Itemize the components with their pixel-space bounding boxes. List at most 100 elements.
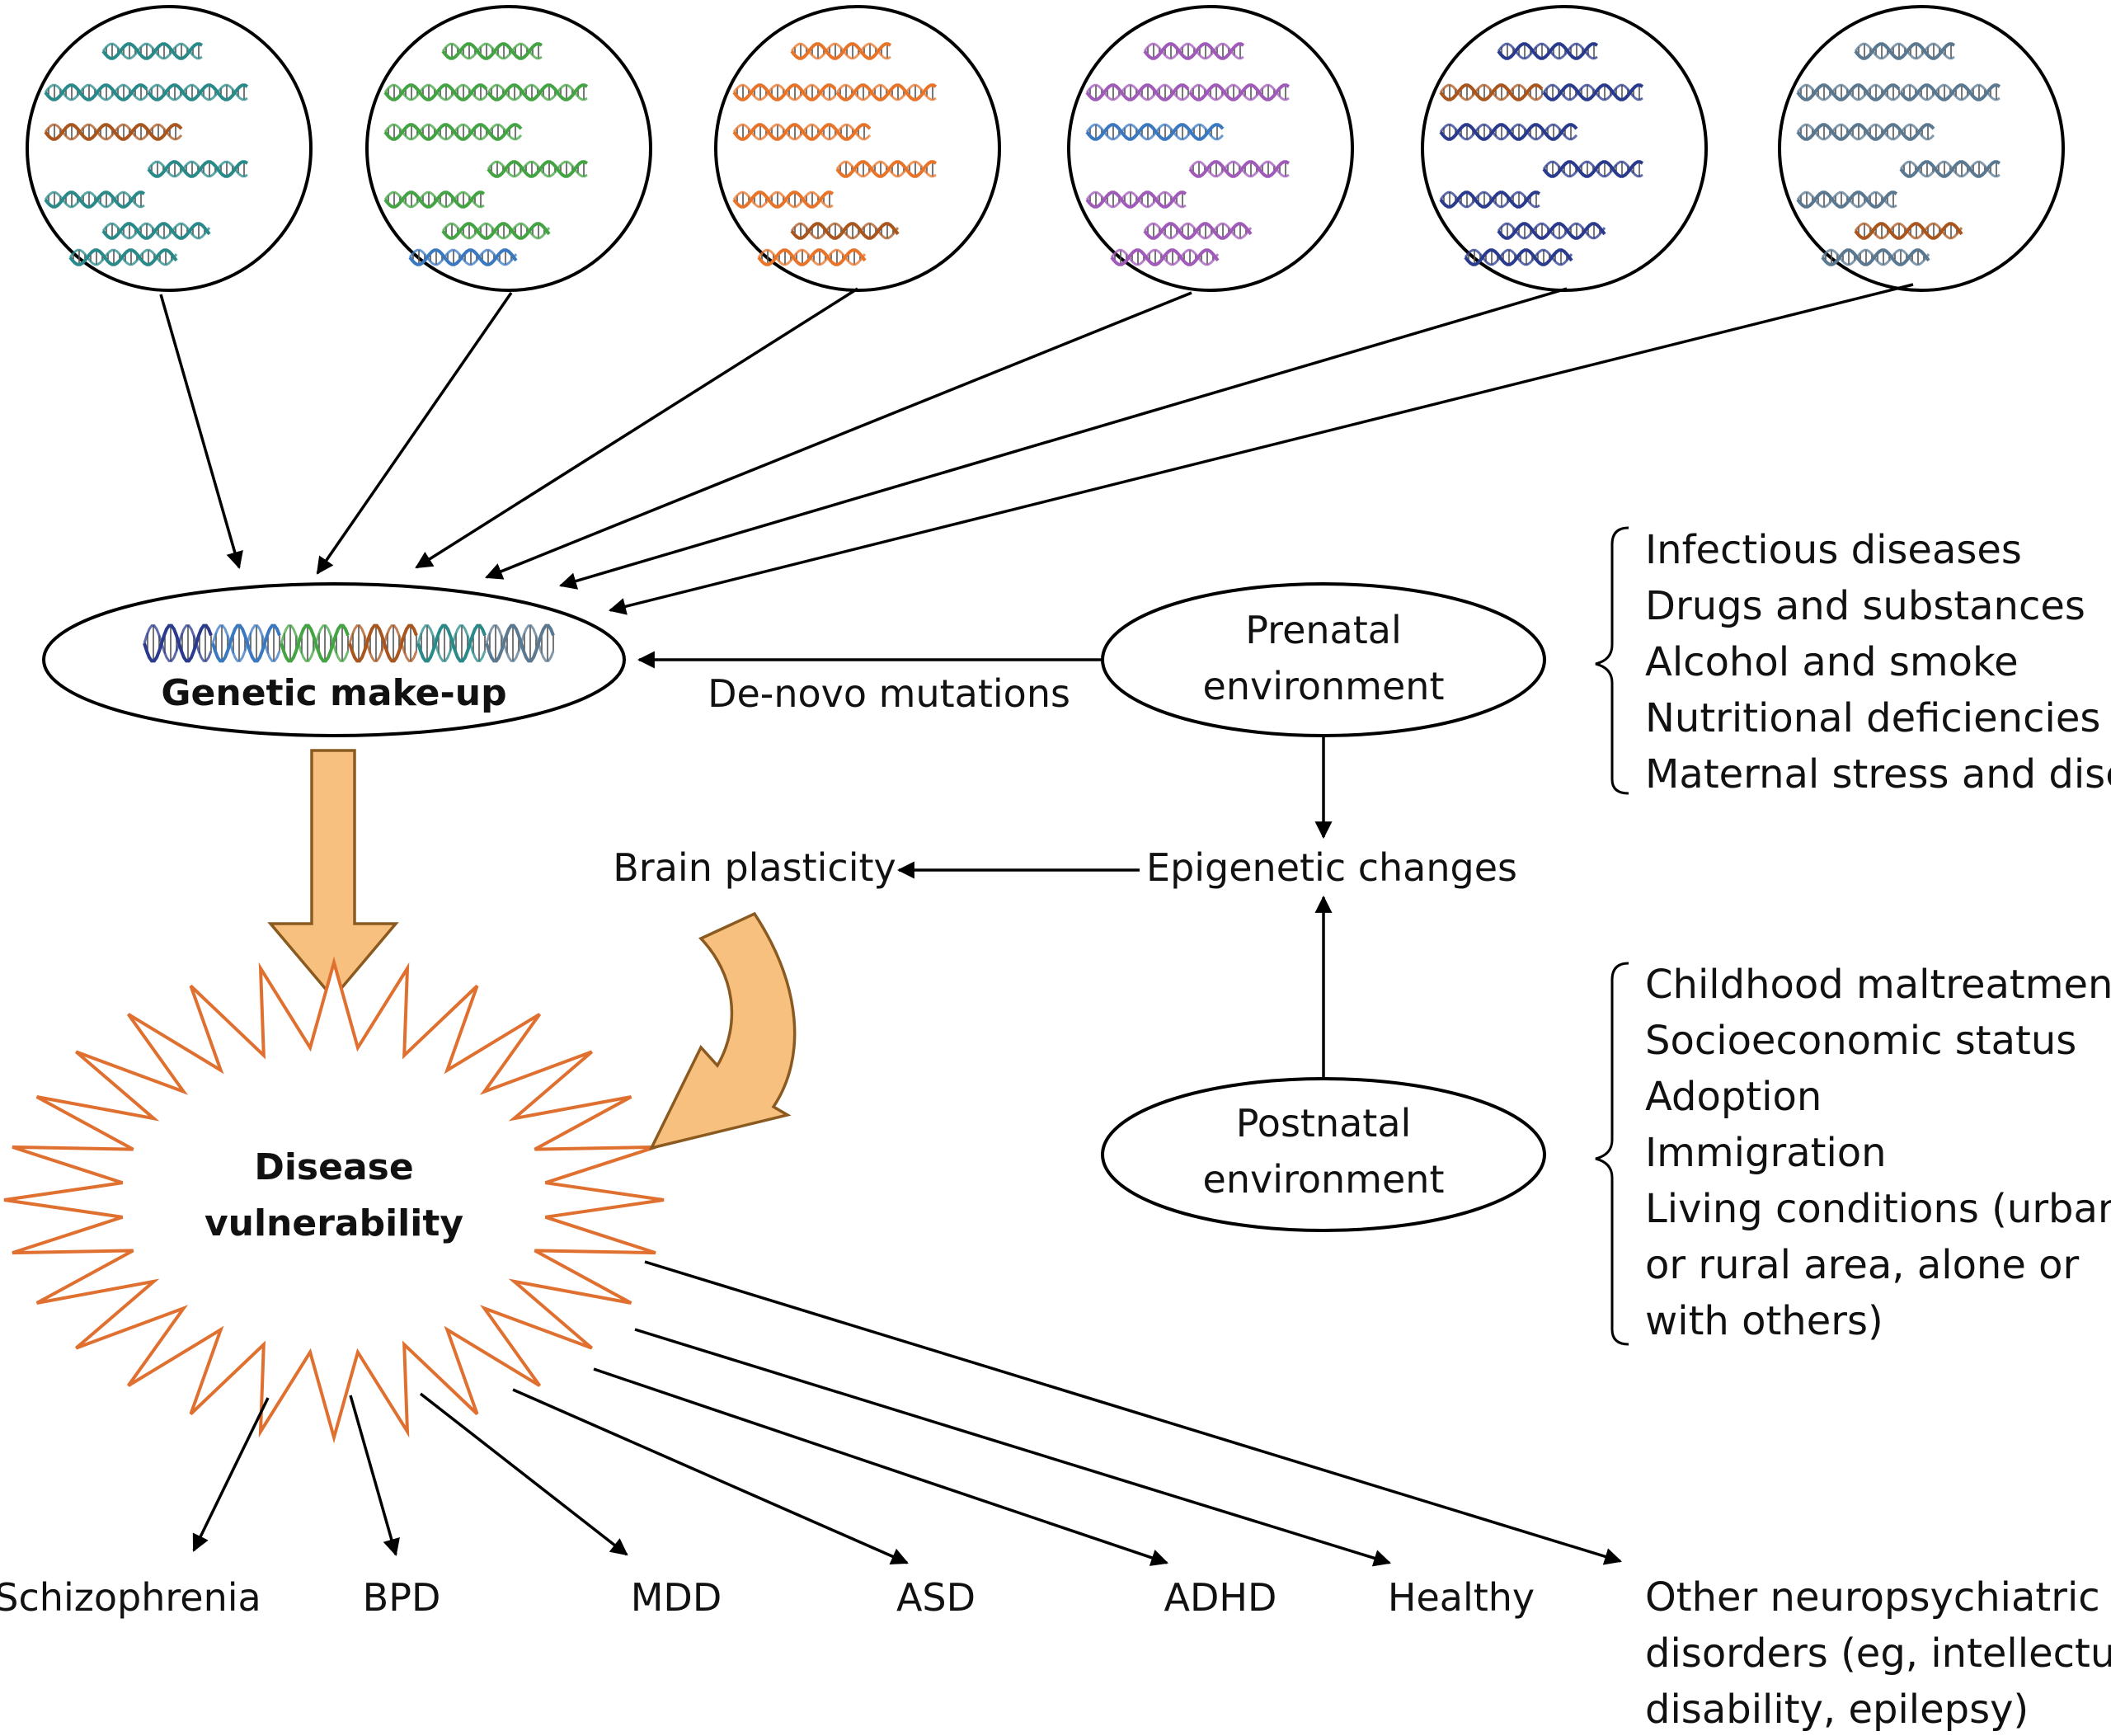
postnatal-factors-bracket (1595, 962, 1629, 1346)
dna-strand-icon (1439, 83, 1544, 101)
outcome-other-line2: disorders (eg, intellectual (1645, 1630, 2111, 1677)
prenatal-factor: Drugs and substances (1645, 583, 2085, 629)
dna-strand-icon (1110, 248, 1220, 266)
prenatal-factors-list: Infectious diseases Drugs and substances… (1645, 527, 2111, 797)
postnatal-label-line1: Postnatal (1236, 1101, 1412, 1146)
disease-label-line1: Disease (254, 1146, 413, 1188)
dna-strand-icon (1085, 83, 1190, 101)
dna-strand-icon (408, 248, 518, 266)
outcome-adhd: ADHD (1164, 1575, 1277, 1620)
genome-circle (26, 5, 313, 292)
disease-vulnerability-node: Disease vulnerability (3, 956, 665, 1444)
arrow-other (644, 1260, 1623, 1565)
arrow-mdd (419, 1392, 628, 1556)
dna-strand-icon (383, 83, 488, 101)
prenatal-factor: Maternal stress and disease (1645, 751, 2111, 797)
dna-strand-icon (1085, 191, 1187, 209)
dna-strand-icon (1188, 83, 1291, 101)
outcome-bpd: BPD (363, 1575, 441, 1620)
outcome-other-line1: Other neuropsychiatric (1645, 1574, 2100, 1621)
dna-strand-icon (44, 191, 146, 209)
dna-strand-icon (1796, 83, 1901, 101)
dna-strand-icon (485, 623, 555, 663)
genome-circle (714, 5, 1001, 292)
dna-strand-icon (732, 123, 872, 141)
arrow-circle4 (485, 291, 1192, 580)
dna-strand-icon (1899, 160, 2001, 178)
dna-strand-icon (1439, 191, 1541, 209)
dna-strand-icon (441, 222, 551, 240)
genome-population-circles (26, 5, 2065, 292)
dna-strand-icon (147, 160, 249, 178)
dna-strand-icon (143, 623, 213, 663)
dna-strand-icon (280, 623, 350, 663)
dna-strand-icon (1796, 191, 1898, 209)
brain-plasticity-label: Brain plasticity (613, 845, 896, 890)
dna-strand-icon (1854, 42, 1956, 60)
postnatal-factor: Socioeconomic status (1645, 1018, 2076, 1064)
outcome-other-line3: disability, epilepsy) (1645, 1687, 2029, 1733)
postnatal-factor: Living conditions (urban (1645, 1186, 2111, 1232)
brain-to-disease-arrow (648, 911, 797, 1150)
dna-strand-icon (348, 623, 418, 663)
dna-strand-icon (732, 191, 835, 209)
dna-strand-icon (732, 83, 837, 101)
genetic-makeup-node: Genetic make-up (42, 582, 626, 737)
dna-strand-icon (1796, 123, 1935, 141)
postnatal-factor: with others) (1645, 1298, 1883, 1344)
outcome-arrows (192, 1260, 1623, 1567)
genome-circle (365, 5, 652, 292)
dna-strand-icon (101, 42, 204, 60)
dna-strand-icon (487, 83, 589, 101)
postnatal-environment-node: Postnatal environment (1101, 1077, 1546, 1232)
prenatal-factor: Nutritional deficiencies (1645, 695, 2100, 741)
dna-strand-icon (835, 160, 938, 178)
postnatal-factor: Childhood maltreatment (1645, 962, 2111, 1008)
disease-label-line2: vulnerability (205, 1202, 463, 1244)
genetic-to-disease-arrow (267, 749, 399, 1000)
arrow-circle3 (415, 287, 858, 569)
postnatal-factor: Immigration (1645, 1130, 1887, 1176)
prenatal-environment-node: Prenatal environment (1101, 582, 1546, 737)
outcome-mdd: MDD (631, 1575, 722, 1620)
dna-strand-icon (1085, 123, 1225, 141)
postnatal-factor: Adoption (1645, 1074, 1822, 1120)
postnatal-label-line2: environment (1203, 1157, 1445, 1202)
arrow-healthy (634, 1328, 1392, 1567)
dna-strand-icon (101, 222, 211, 240)
outcome-healthy: Healthy (1388, 1575, 1535, 1620)
genome-circle (1778, 5, 2065, 292)
postnatal-factors-list: Childhood maltreatment Socioeconomic sta… (1645, 962, 2111, 1344)
arrow-circle1 (159, 294, 243, 570)
dna-strand-icon (1497, 42, 1599, 60)
dna-strand-icon (416, 623, 487, 663)
dna-strand-icon (790, 42, 892, 60)
arrow-bpd (349, 1395, 400, 1557)
dna-helix-icon (143, 623, 555, 663)
arrow-circle2 (316, 292, 513, 575)
dna-strand-icon (211, 623, 281, 663)
dna-strand-icon (383, 191, 486, 209)
dna-strand-icon (383, 123, 523, 141)
dna-strand-icon (1143, 42, 1245, 60)
prenatal-label-line2: environment (1203, 664, 1445, 708)
inheritance-arrows (159, 283, 1914, 615)
dna-strand-icon (1542, 160, 1644, 178)
dna-strand-icon (1821, 248, 1930, 266)
prenatal-label-line1: Prenatal (1245, 608, 1401, 652)
outcome-schizophrenia: Schizophrenia (0, 1575, 261, 1620)
denovo-label: De-novo mutations (708, 671, 1070, 716)
outcome-asd: ASD (896, 1575, 976, 1620)
genome-circle (1067, 5, 1354, 292)
epigenetic-label: Epigenetic changes (1146, 845, 1517, 890)
dna-strand-icon (1143, 222, 1253, 240)
dna-strand-icon (44, 83, 148, 101)
outcomes-row: Schizophrenia BPD MDD ASD ADHD Healthy O… (0, 1574, 2111, 1733)
dna-strand-icon (1464, 248, 1573, 266)
arrow-adhd (593, 1367, 1168, 1566)
dna-strand-icon (790, 222, 900, 240)
prenatal-factors-bracket (1595, 526, 1629, 795)
dna-strand-icon (1542, 83, 1644, 101)
dna-strand-icon (1899, 83, 2001, 101)
